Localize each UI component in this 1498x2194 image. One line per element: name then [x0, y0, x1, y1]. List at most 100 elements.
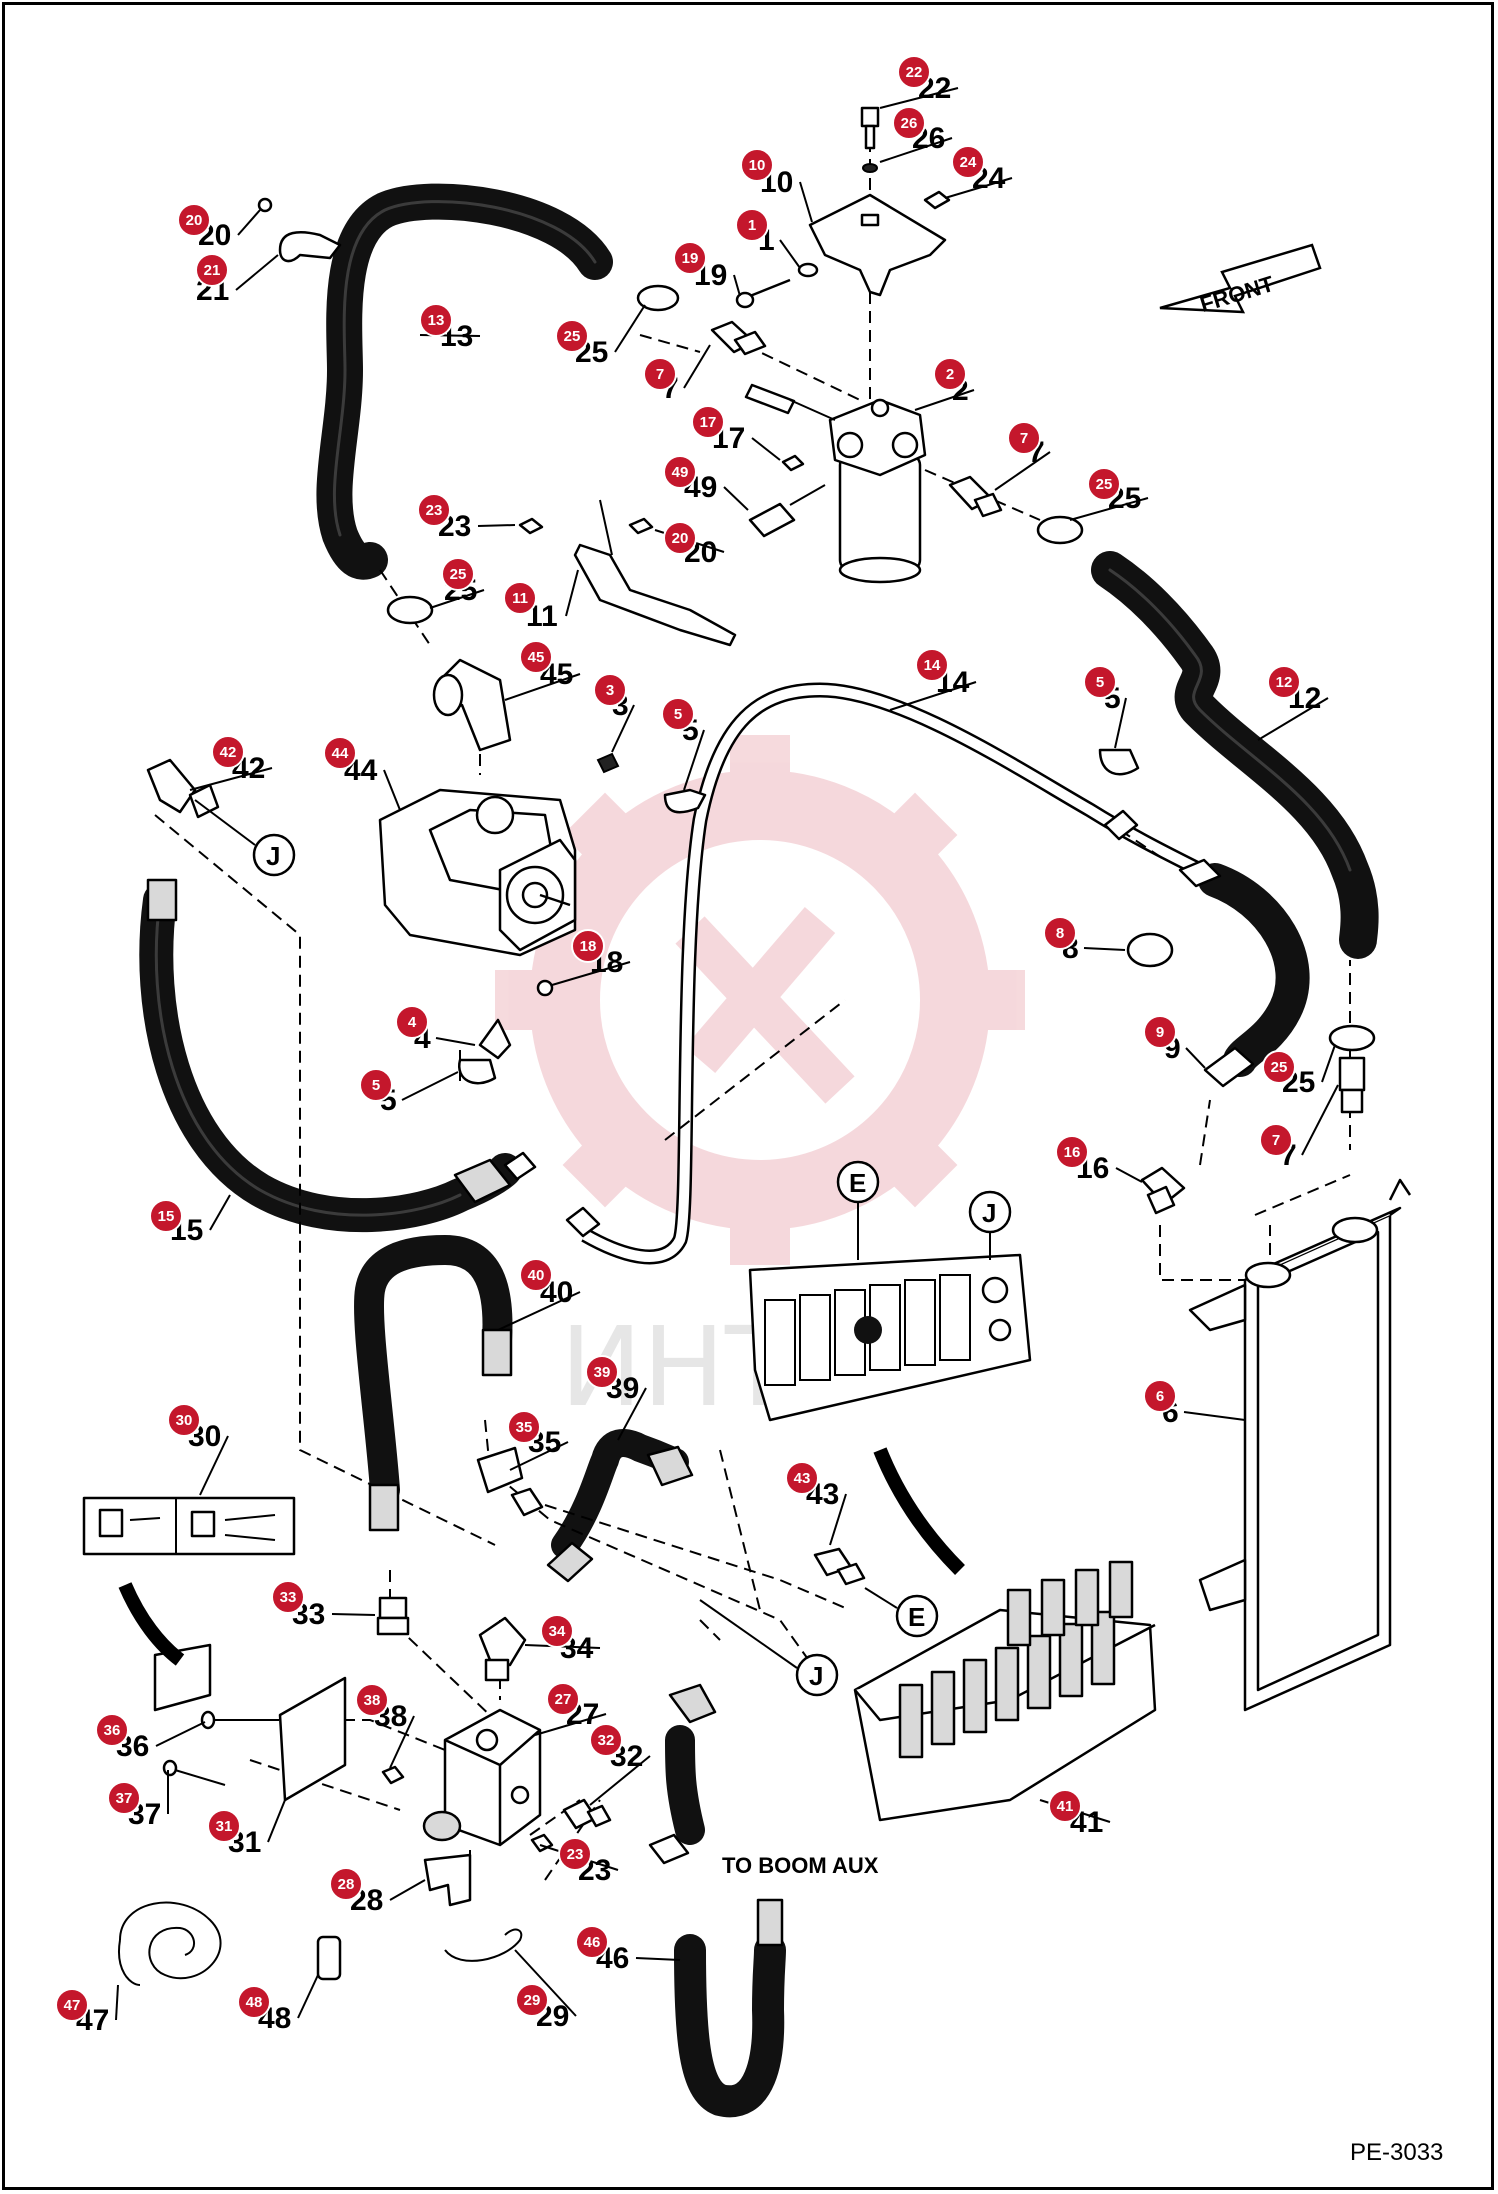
part-badge-39[interactable]: 39	[585, 1355, 619, 1389]
part-badge-30[interactable]: 30	[167, 1403, 201, 1437]
part-badge-20[interactable]: 20	[177, 203, 211, 237]
part-badge-42[interactable]: 42	[211, 735, 245, 769]
part-badge-22[interactable]: 22	[897, 55, 931, 89]
part-badge-25[interactable]: 25	[1262, 1050, 1296, 1084]
part-badge-5[interactable]: 5	[661, 697, 695, 731]
svg-text:J: J	[982, 1198, 996, 1228]
hose-46	[674, 1934, 786, 2118]
part-badge-16[interactable]: 16	[1055, 1135, 1089, 1169]
part-badge-25[interactable]: 25	[555, 319, 589, 353]
callout-j-2: J	[968, 1190, 1012, 1260]
part-badge-33[interactable]: 33	[271, 1580, 305, 1614]
part-badge-3[interactable]: 3	[593, 673, 627, 707]
part-badge-36[interactable]: 36	[95, 1713, 129, 1747]
dash-line	[544, 1504, 851, 1611]
leader-line-29	[514, 1949, 577, 2017]
part-badge-34[interactable]: 34	[540, 1614, 574, 1648]
part-badge-14[interactable]: 14	[915, 648, 949, 682]
svg-text:46: 46	[584, 1934, 601, 1951]
svg-text:32: 32	[598, 1732, 615, 1749]
callout-j-1: J	[194, 799, 296, 877]
bolt-22	[860, 106, 880, 150]
part-badge-1[interactable]: 1	[735, 208, 769, 242]
leader-line-14	[889, 681, 977, 711]
part-badge-23[interactable]: 23	[417, 493, 451, 527]
svg-text:10: 10	[749, 157, 766, 174]
clip-3	[596, 752, 620, 774]
part-badge-41[interactable]: 41	[1048, 1789, 1082, 1823]
leader-line-15	[209, 1194, 231, 1231]
hose-15-fittings	[146, 878, 601, 1238]
part-badge-48[interactable]: 48	[237, 1985, 271, 2019]
sensor-17	[744, 383, 836, 421]
part-badge-6[interactable]: 6	[1143, 1379, 1177, 1413]
part-badge-7[interactable]: 7	[643, 357, 677, 391]
dash-line	[249, 1759, 401, 1811]
part-badge-47[interactable]: 47	[55, 1988, 89, 2022]
part-badge-37[interactable]: 37	[107, 1781, 141, 1815]
svg-text:41: 41	[1057, 1798, 1074, 1815]
part-badge-49[interactable]: 49	[663, 455, 697, 489]
part-badge-13[interactable]: 13	[419, 303, 453, 337]
part-badge-35[interactable]: 35	[507, 1410, 541, 1444]
leader-line-31	[267, 1799, 286, 1843]
part-badge-18[interactable]: 18	[571, 929, 605, 963]
leader-line-25	[1069, 497, 1149, 521]
part-badge-40[interactable]: 40	[519, 1258, 553, 1292]
elbow-45	[432, 658, 512, 752]
part-badge-4[interactable]: 4	[395, 1005, 429, 1039]
part-badge-5[interactable]: 5	[1083, 665, 1117, 699]
dash-line	[484, 1419, 831, 1691]
oil-cooler-6	[1188, 1178, 1412, 1712]
elbow-42	[146, 758, 220, 819]
elbow-34	[478, 1616, 527, 1682]
leader-line-44	[383, 769, 401, 811]
part-badge-24[interactable]: 24	[951, 145, 985, 179]
part-badge-7[interactable]: 7	[1007, 421, 1041, 455]
part-badge-29[interactable]: 29	[515, 1983, 549, 2017]
plate-31	[153, 1643, 347, 1802]
part-badge-44[interactable]: 44	[323, 736, 357, 770]
part-badge-5[interactable]: 5	[359, 1068, 393, 1102]
part-badge-25[interactable]: 25	[1087, 467, 1121, 501]
boom-aux-label: TO BOOM AUX	[722, 1853, 879, 1878]
part-badge-31[interactable]: 31	[207, 1809, 241, 1843]
callout-e-2: E	[864, 1587, 939, 1638]
part-badge-8[interactable]: 8	[1043, 916, 1077, 950]
svg-text:3: 3	[606, 682, 614, 699]
part-badge-20[interactable]: 20	[663, 521, 697, 555]
part-badge-7[interactable]: 7	[1259, 1123, 1293, 1157]
part-badge-25[interactable]: 25	[441, 557, 475, 591]
part-badge-26[interactable]: 26	[892, 106, 926, 140]
svg-text:15: 15	[158, 1208, 175, 1225]
svg-text:42: 42	[220, 744, 237, 761]
part-badge-17[interactable]: 17	[691, 405, 725, 439]
svg-text:27: 27	[555, 1691, 572, 1708]
fitting-32	[562, 1798, 612, 1830]
part-badge-19[interactable]: 19	[673, 241, 707, 275]
part-badge-28[interactable]: 28	[329, 1867, 363, 1901]
svg-text:8: 8	[1056, 925, 1064, 942]
part-badge-45[interactable]: 45	[519, 640, 553, 674]
part-badge-11[interactable]: 11	[503, 581, 537, 615]
leader-line-25	[614, 304, 646, 353]
leader-line-43	[829, 1493, 847, 1546]
part-badge-10[interactable]: 10	[740, 148, 774, 182]
part-badge-46[interactable]: 46	[575, 1925, 609, 1959]
part-badge-9[interactable]: 9	[1143, 1015, 1177, 1049]
fitting-33	[376, 1596, 410, 1636]
clamp-25-a	[636, 284, 680, 312]
leader-line-3	[611, 704, 635, 753]
part-badge-43[interactable]: 43	[785, 1461, 819, 1495]
dash-line	[719, 1449, 761, 1611]
part-badge-2[interactable]: 2	[933, 357, 967, 391]
part-badge-15[interactable]: 15	[149, 1199, 183, 1233]
part-badge-23[interactable]: 23	[558, 1837, 592, 1871]
part-badge-21[interactable]: 21	[195, 253, 229, 287]
leader-line-21	[235, 254, 279, 291]
part-badge-27[interactable]: 27	[546, 1682, 580, 1716]
part-badge-38[interactable]: 38	[355, 1683, 389, 1717]
part-badge-32[interactable]: 32	[589, 1723, 623, 1757]
part-badge-12[interactable]: 12	[1267, 665, 1301, 699]
wire-harness-47	[118, 1901, 222, 1986]
